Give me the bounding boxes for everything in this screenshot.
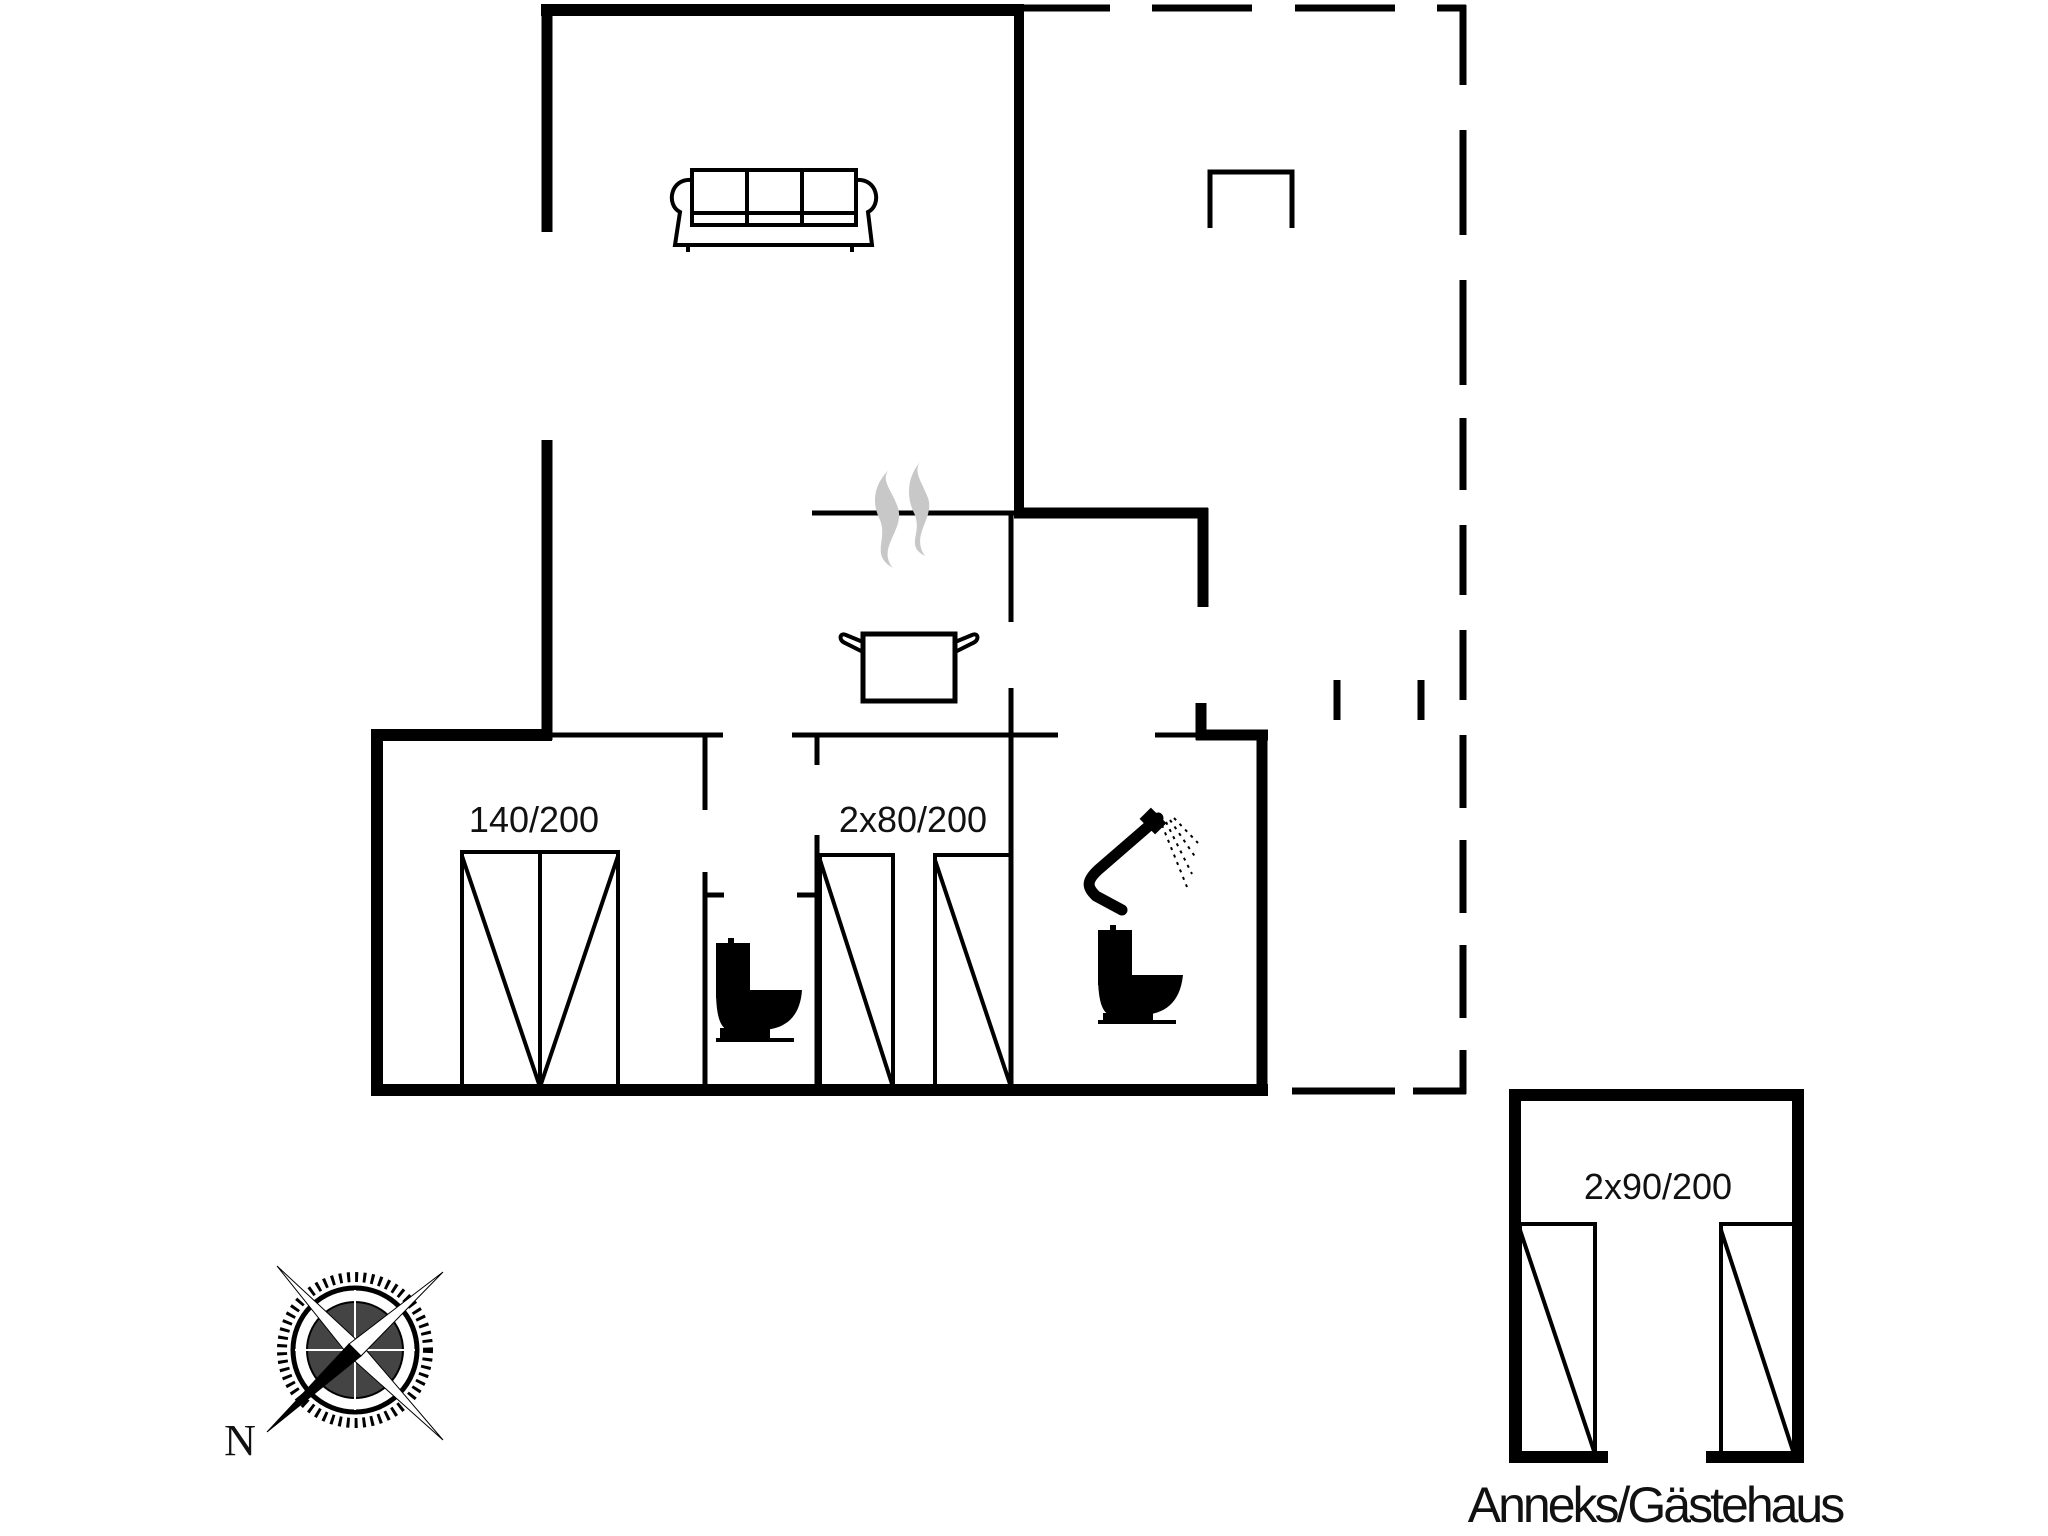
shower-icon bbox=[1083, 807, 1199, 916]
single-beds-icon bbox=[818, 853, 1013, 1089]
toilet-icon bbox=[716, 938, 802, 1042]
terrace-dashed-outline bbox=[1024, 4, 1467, 1095]
annex-title: Anneks/Gästehaus bbox=[1468, 1477, 1844, 1533]
table-icon bbox=[1207, 169, 1295, 228]
sofa-icon bbox=[670, 168, 878, 252]
cooking-pot-icon bbox=[838, 462, 980, 704]
bed-label-140-200: 140/200 bbox=[469, 799, 599, 840]
compass-rose-icon bbox=[266, 1265, 444, 1441]
bathroom-toilet-icon bbox=[1098, 925, 1183, 1024]
bed-label-2x90-200: 2x90/200 bbox=[1584, 1166, 1732, 1207]
double-bed-icon bbox=[460, 850, 620, 1089]
compass-north-label: N bbox=[224, 1416, 256, 1465]
bed-label-2x80-200: 2x80/200 bbox=[839, 799, 987, 840]
annex-beds-icon bbox=[1518, 1222, 1796, 1456]
bedroom-block-walls bbox=[371, 729, 1268, 1096]
annex-walls bbox=[1509, 1089, 1804, 1463]
living-room-walls bbox=[541, 4, 1024, 740]
